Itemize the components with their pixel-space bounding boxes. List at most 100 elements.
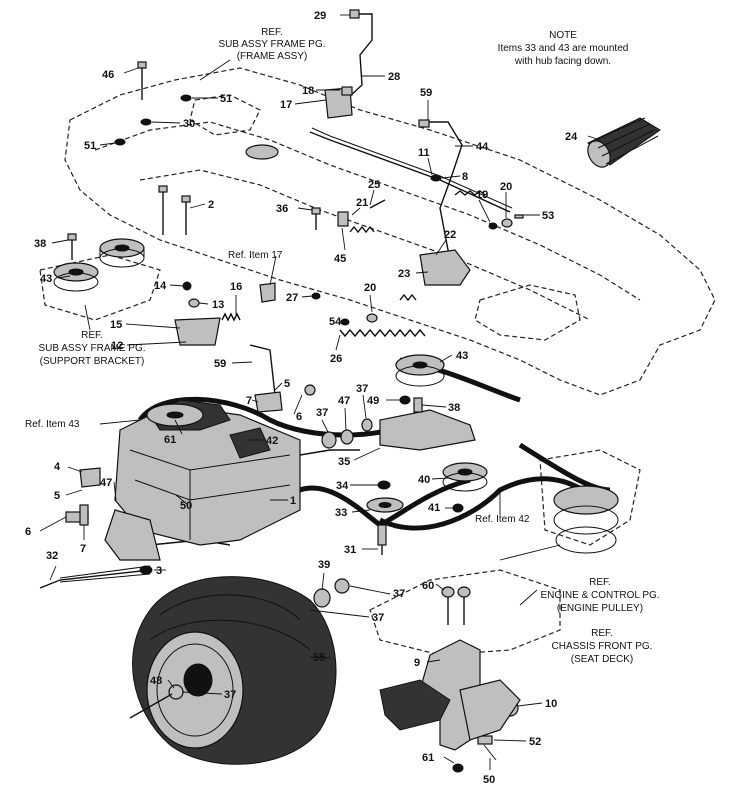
callout-2: 2: [208, 199, 214, 211]
rear-wheel: [129, 576, 337, 765]
callout-61-left: 61: [164, 434, 176, 446]
ref-frame-line-1: REF.: [261, 27, 283, 38]
callout-44: 44: [476, 141, 489, 153]
callout-33: 33: [335, 507, 347, 519]
callout-61-bottom: 61: [422, 752, 434, 764]
callout-51-top: 51: [220, 93, 232, 105]
ref-chassis-line-2: CHASSIS FRONT PG.: [552, 641, 653, 652]
callout-59-mid: 59: [214, 358, 226, 370]
callout-51-left: 51: [84, 140, 96, 152]
callout-25: 25: [368, 179, 380, 191]
callout-18: 18: [302, 85, 314, 97]
ref-engine-line-1: REF.: [589, 577, 611, 588]
callout-34: 34: [336, 480, 349, 492]
ref-item-17: Ref. Item 17: [228, 250, 283, 261]
ref-chassis-line-1: REF.: [591, 628, 613, 639]
callout-48: 48: [150, 675, 162, 687]
callout-7-mid: 7: [246, 395, 252, 407]
callout-16: 16: [230, 281, 242, 293]
callout-59-top: 59: [420, 87, 432, 99]
callout-26: 26: [330, 353, 342, 365]
note-line-2: with hub facing down.: [514, 56, 611, 67]
ref-support-bracket: REF. SUB ASSY FRAME PG. (SUPPORT BRACKET…: [38, 330, 145, 367]
springs: [221, 190, 486, 338]
callout-54: 54: [329, 316, 342, 328]
callout-27: 27: [286, 292, 298, 304]
leader-lines: [39, 14, 601, 770]
callout-14: 14: [154, 280, 167, 292]
callout-47-left: 47: [100, 477, 112, 489]
ref-support-line-2: SUB ASSY FRAME PG.: [38, 343, 145, 354]
ref-frame-line-2: SUB ASSY FRAME PG.: [218, 39, 325, 50]
callout-20-top: 20: [500, 181, 512, 193]
brackets: [79, 87, 476, 488]
callout-13: 13: [212, 299, 224, 311]
callout-5-mid: 5: [284, 378, 290, 390]
callout-37-e: 37: [224, 689, 236, 701]
callout-55: 55: [313, 652, 325, 664]
ref-engine-line-3: (ENGINE PULLEY): [557, 603, 643, 614]
callout-9: 9: [414, 657, 420, 669]
callout-4: 4: [54, 461, 61, 473]
ref-engine-control: REF. ENGINE & CONTROL PG. (ENGINE PULLEY…: [540, 577, 659, 614]
callout-46: 46: [102, 69, 114, 81]
ref-frame-line-3: (FRAME ASSY): [237, 51, 308, 62]
callout-30: 30: [183, 118, 195, 130]
callout-20-mid: 20: [364, 282, 376, 294]
ref-support-line-1: REF.: [81, 330, 103, 341]
callout-42: 42: [266, 435, 278, 447]
ref-support-line-3: (SUPPORT BRACKET): [40, 356, 145, 367]
callout-8: 8: [462, 171, 468, 183]
callout-43-right: 43: [456, 350, 468, 362]
fasteners: [65, 9, 524, 773]
note-line-1: Items 33 and 43 are mounted: [498, 43, 629, 54]
callout-24: 24: [565, 131, 578, 143]
note-block: NOTE Items 33 and 43 are mounted with hu…: [498, 30, 629, 67]
callout-22: 22: [444, 229, 456, 241]
callout-11: 11: [418, 147, 430, 159]
callout-40: 40: [418, 474, 430, 486]
callout-50-bottom: 50: [483, 774, 495, 786]
ref-item-43: Ref. Item 43: [25, 419, 80, 430]
callout-1: 1: [290, 495, 296, 507]
callout-5-left: 5: [54, 490, 60, 502]
ref-chassis-front: REF. CHASSIS FRONT PG. (SEAT DECK): [552, 628, 653, 665]
callout-50-mid: 50: [180, 500, 192, 512]
callout-52: 52: [529, 736, 541, 748]
shift-grip: [587, 117, 661, 168]
callout-37-c: 37: [393, 588, 405, 600]
callout-53: 53: [542, 210, 554, 222]
callout-19: 19: [476, 189, 488, 201]
ref-item-42: Ref. Item 42: [475, 514, 530, 525]
callout-10: 10: [545, 698, 557, 710]
callout-7-left: 7: [80, 543, 86, 555]
linkage-rods: [39, 13, 513, 589]
callout-39: 39: [318, 559, 330, 571]
seat-deck-bracket: [379, 639, 521, 751]
transaxle: [104, 399, 301, 561]
callout-45: 45: [334, 253, 346, 265]
callout-3: 3: [156, 565, 162, 577]
callout-36: 36: [276, 203, 288, 215]
note-title: NOTE: [549, 30, 577, 41]
callout-49: 49: [367, 395, 379, 407]
callout-35: 35: [338, 456, 350, 468]
callout-6-left: 6: [25, 526, 31, 538]
callout-31: 31: [344, 544, 356, 556]
callout-15: 15: [110, 319, 122, 331]
callout-6-mid: 6: [296, 411, 302, 423]
callout-47-mid: 47: [338, 395, 350, 407]
ref-frame-assy: REF. SUB ASSY FRAME PG. (FRAME ASSY): [218, 27, 325, 62]
callout-38-left: 38: [34, 238, 46, 250]
callout-17: 17: [280, 99, 292, 111]
callout-41: 41: [428, 502, 440, 514]
idler-pulleys: [53, 144, 619, 554]
callout-37-a: 37: [316, 407, 328, 419]
callout-21: 21: [356, 197, 368, 209]
callout-29: 29: [314, 10, 326, 22]
callout-12: 12: [111, 340, 123, 352]
callout-32: 32: [46, 550, 58, 562]
callout-23: 23: [398, 268, 410, 280]
callout-37-d: 37: [372, 612, 384, 624]
